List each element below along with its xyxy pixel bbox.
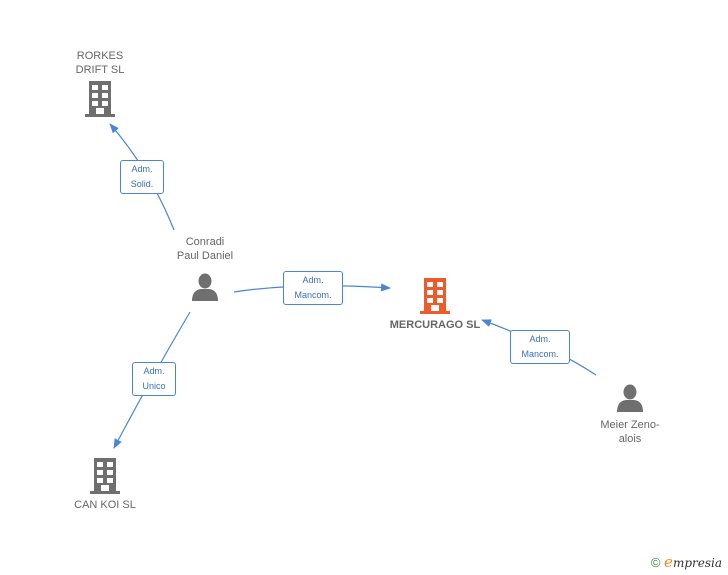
node-label: DRIFT SL [75, 64, 125, 76]
node-conradi-paul-daniel[interactable]: Conradi Paul Daniel [160, 235, 250, 301]
edge-label-line: Mancom. [294, 290, 332, 300]
person-icon [617, 384, 643, 412]
footer-brand: © empresia [651, 553, 722, 571]
edge-label-adm-mancom-meier: Adm. Mancom. [510, 330, 570, 364]
edge-label-adm-mancom: Adm. Mancom. [283, 271, 343, 305]
edge-label-line: Unico [142, 381, 166, 391]
node-label: Paul Daniel [176, 250, 234, 262]
node-label: RORKES [76, 50, 124, 62]
node-label: MERCURAGO SL [389, 319, 481, 331]
empresia-logo: empresia [664, 553, 722, 571]
edge-label-adm-unico: Adm. Unico [132, 362, 176, 396]
node-rorkes-drift[interactable]: RORKES DRIFT SL [60, 49, 140, 117]
edge-label-line: Solid. [130, 179, 154, 189]
person-icon [192, 273, 218, 301]
edge-label-line: Adm. [143, 366, 165, 376]
building-icon [90, 458, 120, 494]
node-label: Meier Zeno- [600, 419, 660, 431]
edge-label-line: Adm. [529, 334, 551, 344]
node-label: CAN KOI SL [74, 499, 136, 511]
node-can-koi[interactable]: CAN KOI SL [65, 458, 145, 512]
node-label: alois [618, 433, 642, 445]
node-label: Conradi [185, 236, 225, 248]
edge-label-line: Adm. [131, 164, 153, 174]
edge-label-line: Mancom. [521, 349, 559, 359]
building-icon [420, 278, 450, 314]
node-mercurago[interactable]: MERCURAGO SL [380, 278, 490, 332]
building-icon [85, 81, 115, 117]
edge-label-line: Adm. [302, 275, 324, 285]
edge-label-adm-solid: Adm. Solid. [120, 160, 164, 194]
copyright-icon: © [650, 555, 661, 570]
node-meier-zeno-alois[interactable]: Meier Zeno- alois [590, 384, 670, 446]
